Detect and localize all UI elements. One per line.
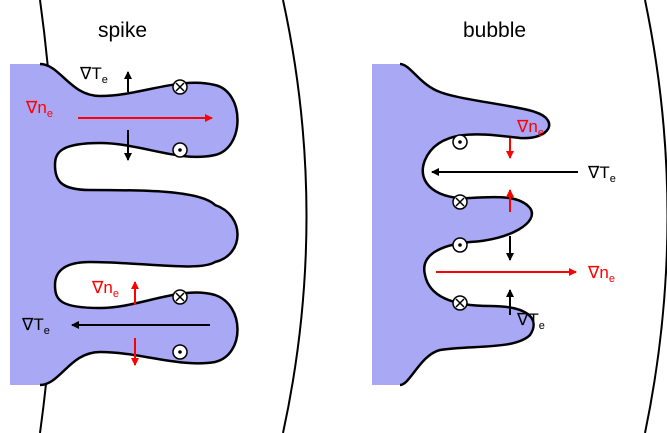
bubble-panel: bubble ∇ne ∇Te ∇ne ∇ [372, 19, 616, 385]
cross-marker [173, 290, 187, 304]
right-curved-boundary [645, 0, 667, 433]
dot-marker [173, 345, 187, 359]
cross-marker [453, 195, 467, 209]
bubble-bottom-grad-ne-label: ∇ne [587, 263, 615, 285]
dot-marker [453, 238, 467, 252]
spike-top-grad-te-label: ∇Te [79, 64, 108, 86]
bubble-top-grad-te-label: ∇Te [587, 163, 616, 185]
bubble-fluid-region [372, 64, 549, 385]
center-curved-boundary [283, 0, 307, 433]
spike-title: spike [98, 19, 147, 42]
spike-panel: spike ∇Te ∇ne ∇ne ∇Te [10, 19, 238, 385]
bubble-bottom-grad-te-label: ∇Te [516, 310, 545, 332]
bubble-title: bubble [463, 19, 526, 42]
dot-marker [173, 143, 187, 157]
cross-marker [173, 80, 187, 94]
cross-marker [453, 296, 467, 310]
spike-bottom-grad-ne-label: ∇ne [91, 278, 119, 300]
dot-marker [453, 135, 467, 149]
